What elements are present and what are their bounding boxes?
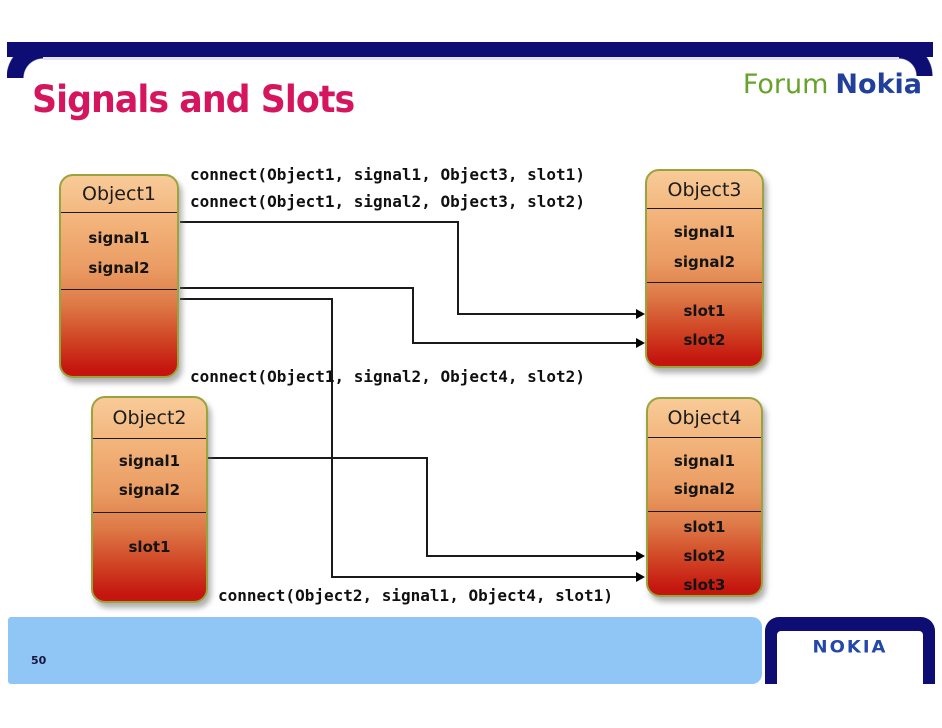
connect-statement-1: connect(Object1, signal1, Object3, slot1… (190, 165, 585, 184)
signal-label: signal1 (88, 229, 150, 247)
connector-line (426, 555, 637, 557)
connector-line (180, 298, 332, 300)
object4-slots-section: slot1 slot2 slot3 (648, 511, 761, 595)
arrowhead-icon (636, 551, 645, 561)
connect-statement-4: connect(Object2, signal1, Object4, slot1… (218, 586, 613, 605)
object1-title: Object1 (82, 183, 156, 205)
nokia-logo-text: Nokia (835, 69, 922, 100)
signal-label: signal2 (673, 480, 736, 498)
object1-box: Object1 signal1 signal2 (59, 174, 179, 378)
object2-slots-section: slot1 (93, 512, 206, 601)
arrowhead-icon (636, 338, 645, 348)
object3-signals-section: signal1 signal2 (647, 208, 762, 282)
signal-label: signal1 (118, 452, 181, 470)
connector-line (457, 221, 459, 314)
signal-label: signal1 (673, 452, 736, 470)
nokia-wordmark: NOKIA (812, 638, 888, 658)
object2-title: Object2 (112, 407, 187, 429)
signal-label: signal1 (673, 223, 736, 241)
nokia-arch-logo: NOKIA (765, 617, 935, 684)
object3-slots-section: slot1 slot2 (647, 282, 762, 366)
slot-label: slot1 (128, 538, 171, 556)
object2-box: Object2 signal1 signal2 slot1 (91, 396, 208, 603)
connector-line (412, 342, 637, 344)
slot-label: slot3 (683, 576, 726, 594)
connect-statement-3: connect(Object1, signal2, Object4, slot2… (190, 367, 585, 386)
slot-label: slot1 (683, 518, 726, 536)
slide-title: Signals and Slots (32, 78, 355, 121)
connector-line (457, 313, 637, 315)
connector-line (180, 221, 458, 223)
object1-slots-section (61, 289, 177, 376)
arrowhead-icon (636, 572, 645, 582)
header-swoosh-right (899, 56, 933, 76)
nokia-logo-inner: NOKIA (777, 631, 923, 684)
connect-statement-2: connect(Object1, signal2, Object3, slot2… (190, 192, 585, 211)
slot-label: slot2 (683, 547, 726, 565)
connector-line (180, 287, 413, 289)
object3-title: Object3 (667, 178, 742, 201)
object4-title: Object4 (667, 407, 742, 429)
connector-line (208, 457, 427, 459)
signal-label: signal2 (673, 253, 736, 271)
header-bar (7, 42, 933, 57)
footer-band (8, 617, 762, 684)
header-swoosh-left (7, 56, 43, 78)
connector-line (331, 576, 637, 578)
signal-label: signal2 (118, 481, 181, 499)
object1-signals-section: signal1 signal2 (61, 212, 177, 289)
object3-box: Object3 signal1 signal2 slot1 slot2 (645, 169, 764, 368)
object4-box: Object4 signal1 signal2 slot1 slot2 slot… (646, 397, 763, 597)
connector-line (331, 298, 333, 578)
header-bar-underline (43, 57, 899, 60)
connector-line (412, 287, 414, 343)
slot-label: slot2 (683, 331, 726, 349)
slot-label: slot1 (683, 302, 726, 320)
object4-signals-section: signal1 signal2 (648, 437, 761, 511)
connector-line (426, 457, 428, 557)
signal-label: signal2 (88, 259, 150, 277)
page-number: 50 (31, 654, 47, 667)
object2-signals-section: signal1 signal2 (93, 438, 206, 512)
forum-logo-text: Forum (742, 69, 829, 100)
arrowhead-icon (636, 309, 645, 319)
